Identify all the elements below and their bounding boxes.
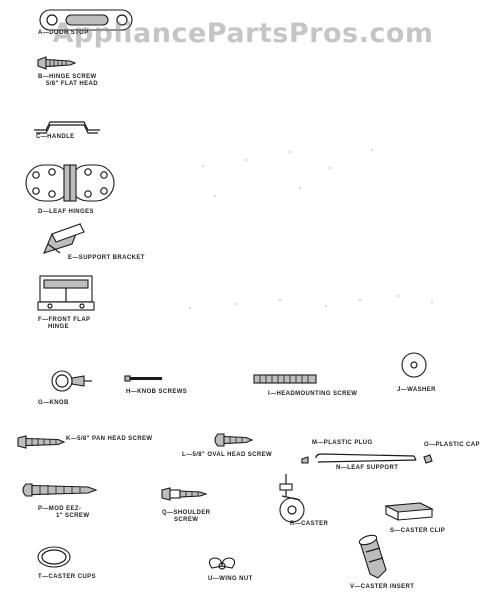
part-label-r: R—CASTER	[290, 521, 329, 527]
support-bracket-part	[43, 223, 85, 254]
part-label-f: F—FRONT FLAP	[38, 317, 91, 323]
part-label-s: S—CASTER CLIP	[390, 528, 446, 534]
shoulder-screw-part	[161, 487, 208, 501]
part-label-l: L—5/8" OVAL HEAD SCREW	[182, 452, 273, 458]
part-label-a: A—DOOR STOP	[38, 30, 89, 36]
leaf-support-part	[315, 453, 417, 463]
plastic-plug-part	[301, 456, 309, 464]
part-label-k: K—5/8" PAN HEAD SCREW	[66, 436, 153, 442]
washer-part	[401, 352, 427, 378]
part-sublabel-b: 5/8" FLAT HEAD	[46, 81, 99, 87]
knob-screws-part	[124, 375, 162, 382]
part-label-d: D—LEAF HINGES	[38, 209, 94, 215]
mod-eez-screw-part	[22, 483, 98, 497]
leaf-hinge-part	[25, 164, 115, 202]
scan-specks	[189, 149, 433, 309]
watermark-text: AppliancePartsPros.com	[52, 18, 434, 49]
caster-cups-part	[37, 546, 71, 568]
part-sublabel-f: HINGE	[48, 324, 70, 330]
part-sublabel-p: 1" SCREW	[56, 513, 90, 519]
wing-nut-part	[208, 557, 236, 570]
pan-head-screw-part	[17, 435, 66, 449]
part-label-g: G—KNOB	[38, 400, 69, 406]
part-label-c: C—HANDLE	[36, 134, 75, 140]
part-label-b: B—HINGE SCREW	[38, 74, 97, 80]
part-sublabel-q: SCREW	[174, 517, 199, 523]
door-stop-part	[39, 9, 133, 31]
front-flap-hinge-part	[37, 275, 95, 311]
part-label-t: T—CASTER CUPS	[38, 574, 96, 580]
handle-part	[34, 121, 100, 134]
caster-clip-part	[384, 502, 434, 521]
head-mounting-screw-part	[253, 374, 317, 384]
part-label-u: U—WING NUT	[208, 576, 253, 582]
part-label-v: V—CASTER INSERT	[350, 584, 415, 590]
caster-part	[279, 474, 305, 523]
part-label-j: J—WASHER	[397, 387, 436, 393]
part-label-e: E—SUPPORT BRACKET	[68, 255, 145, 261]
caster-insert-part	[358, 534, 387, 579]
part-label-o: O—PLASTIC CAP	[424, 442, 480, 448]
part-label-q: Q—SHOULDER	[162, 510, 211, 516]
part-label-h: H—KNOB SCREWS	[126, 389, 188, 395]
part-label-i: I—HEADMOUNTING SCREW	[268, 391, 358, 397]
part-label-m: M—PLASTIC PLUG	[312, 440, 373, 446]
knob-part	[51, 370, 92, 392]
part-label-n: N—LEAF SUPPORT	[336, 465, 399, 471]
part-label-p: P—MOD EEZ-	[38, 506, 82, 512]
plastic-cap-part	[423, 454, 433, 464]
oval-head-screw-part	[214, 433, 254, 447]
hinge-screw-part	[37, 56, 77, 70]
